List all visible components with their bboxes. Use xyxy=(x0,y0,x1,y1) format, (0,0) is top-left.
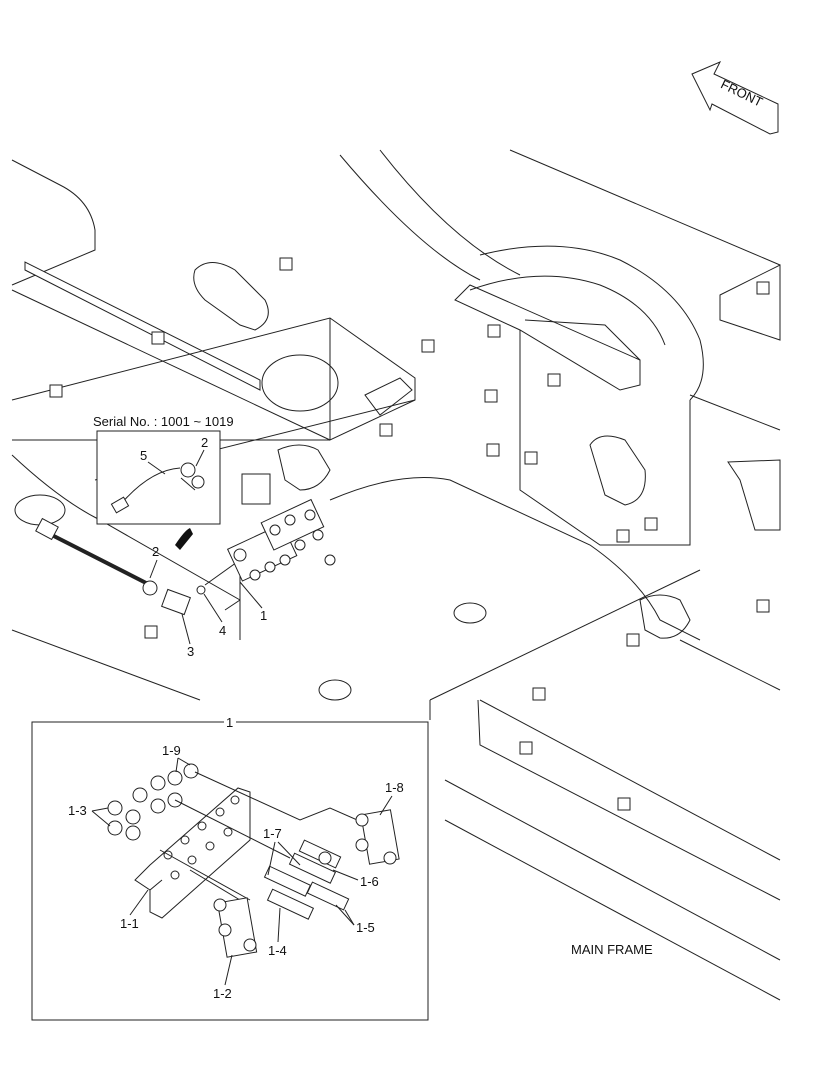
callout-3: 3 xyxy=(187,644,194,659)
callout-1: 1 xyxy=(260,608,267,623)
callout-1-7: 1-7 xyxy=(263,826,282,841)
callout-2: 2 xyxy=(152,544,159,559)
main-frame-drawing xyxy=(11,149,781,1001)
main-frame-label: MAIN FRAME xyxy=(571,942,653,957)
serial-detail: Serial No. : 1001 ~ 1019 5 2 xyxy=(93,414,234,550)
callout-5-detail: 5 xyxy=(140,448,147,463)
inset-frame xyxy=(31,721,429,1021)
inset-exploded-view: 1 xyxy=(31,714,429,1021)
inset-title: 1 xyxy=(226,715,233,730)
frame-plugs xyxy=(49,257,770,811)
callout-1-5: 1-5 xyxy=(356,920,375,935)
callout-4: 4 xyxy=(219,623,226,638)
serial-note: Serial No. : 1001 ~ 1019 xyxy=(93,414,234,429)
callout-1-4: 1-4 xyxy=(268,943,287,958)
callout-2-detail: 2 xyxy=(201,435,208,450)
callout-1-8: 1-8 xyxy=(385,780,404,795)
callout-1-9: 1-9 xyxy=(162,743,181,758)
callout-1-3: 1-3 xyxy=(68,803,87,818)
callout-1-6: 1-6 xyxy=(360,874,379,889)
callout-1-2: 1-2 xyxy=(213,986,232,1001)
valve-assembly: 2 1 4 3 xyxy=(35,498,336,659)
callout-1-1: 1-1 xyxy=(120,916,139,931)
front-direction-arrow: FRONT xyxy=(691,61,779,135)
